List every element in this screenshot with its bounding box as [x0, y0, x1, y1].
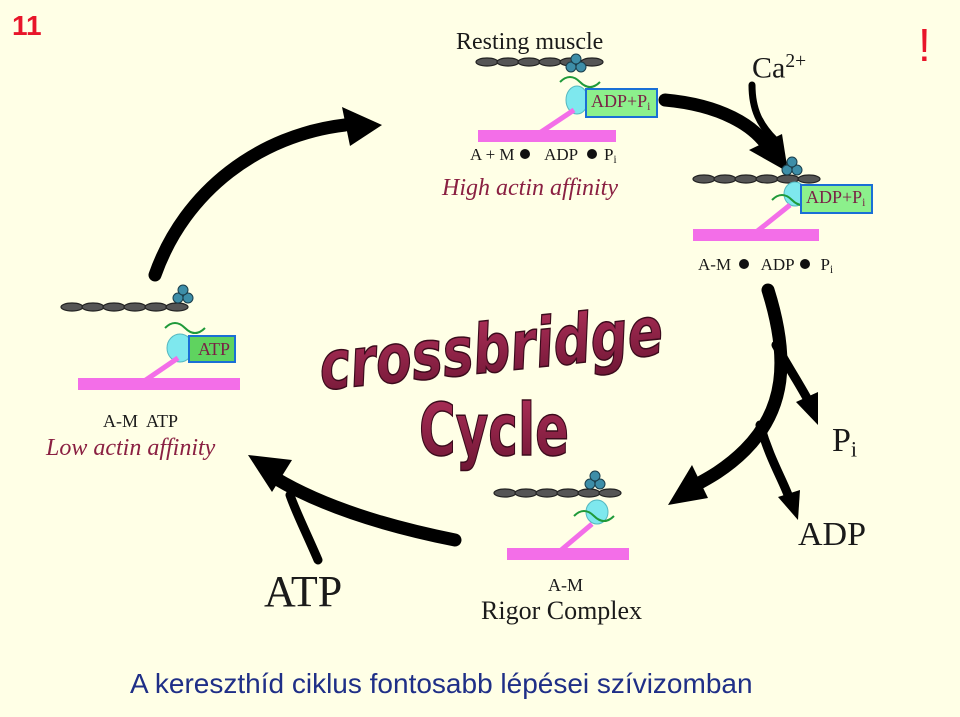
troponin-complex — [172, 284, 194, 304]
troponin-complex — [565, 53, 587, 73]
atp-in-label: ATP — [264, 567, 343, 616]
rigor-label: Rigor Complex — [481, 596, 643, 625]
tropomyosin-strand — [164, 322, 206, 334]
atp-bound-formula: A-M ATP — [103, 411, 179, 431]
atp-bound-affinity: Low actin affinity — [46, 435, 216, 461]
arrow-atp-binding — [268, 471, 462, 547]
arrow-to-attached-head — [749, 134, 788, 172]
thick-filament — [478, 130, 616, 142]
resting-affinity: High actin affinity — [442, 175, 618, 201]
pi-released-label: Pi — [832, 422, 858, 462]
attached-box: ADP+Pi — [800, 184, 874, 214]
thick-filament — [693, 229, 819, 241]
arrow-pi-release — [771, 340, 813, 405]
title-line2: Cycle — [419, 388, 569, 472]
arrow-pi-release-head — [796, 392, 818, 425]
arrow-atp-binding-head — [248, 455, 292, 492]
formula-dots — [520, 149, 810, 269]
arrow-to-attached — [658, 93, 777, 157]
arrow-to-resting-head — [342, 107, 382, 146]
actin-filament — [60, 302, 189, 312]
attached-formula: A-M ADP Pi — [698, 255, 834, 276]
thick-filament — [507, 548, 629, 560]
cycle-arrows — [148, 81, 818, 565]
resting-formula: A + M ADP Pi — [470, 145, 617, 166]
tropomyosin-strand — [559, 76, 601, 88]
atp-box: ATP — [188, 335, 237, 363]
actin-filament — [692, 174, 821, 184]
rigor-formula: A-M — [548, 575, 583, 595]
troponin-complex — [781, 156, 803, 176]
thick-filament — [78, 378, 240, 390]
actin-filament — [493, 488, 622, 498]
arrow-adp-release-head — [778, 490, 800, 520]
caption: A kereszthíd ciklus fontosabb lépései sz… — [130, 668, 753, 699]
tropomyosin-strand — [573, 510, 615, 522]
calcium-label: Ca2+ — [752, 51, 807, 85]
adp-released-label: ADP — [798, 516, 867, 553]
schematic-atp-bound — [60, 284, 240, 390]
schematic-resting — [475, 53, 616, 142]
resting-heading: Resting muscle — [456, 29, 604, 55]
arrow-power-stroke — [683, 283, 788, 495]
schematic-rigor — [493, 470, 629, 560]
title-art: crossbridge Cycle — [315, 291, 668, 472]
resting-box: ADP+Pi — [585, 88, 659, 118]
myosin-neck — [753, 203, 792, 235]
myosin-neck — [558, 522, 594, 553]
arrow-atp-in — [285, 490, 323, 565]
slide-number: 11 — [12, 10, 42, 41]
arrow-power-stroke-head — [668, 465, 708, 505]
arrow-adp-release — [755, 420, 795, 505]
exclamation-mark: ! — [918, 19, 931, 71]
arrow-calcium — [748, 81, 779, 144]
troponin-complex — [584, 470, 606, 490]
arrow-to-resting — [148, 118, 352, 282]
